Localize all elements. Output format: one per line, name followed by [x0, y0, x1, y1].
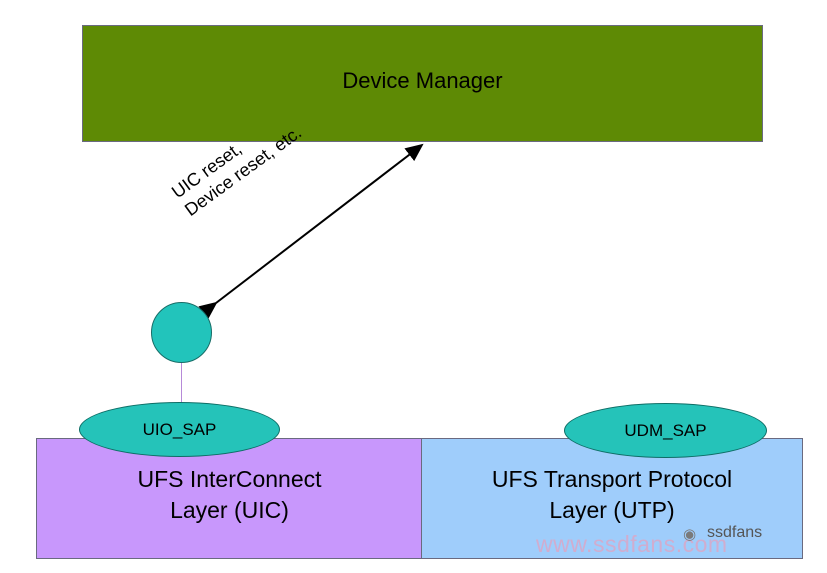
utp-layer-label: UFS Transport Protocol Layer (UTP)	[491, 466, 733, 523]
watermark-url: www.ssdfans.com	[536, 531, 728, 557]
utp-layer-box: UFS Transport Protocol Layer (UTP)	[421, 438, 803, 559]
device-manager-box: Device Manager	[82, 25, 763, 142]
uic-access-point	[151, 302, 212, 363]
uic-layer-label: UFS InterConnect Layer (UIC)	[137, 466, 322, 523]
device-manager-label: Device Manager	[342, 67, 503, 93]
access-point-connector	[181, 363, 182, 403]
uic-layer-box: UFS InterConnect Layer (UIC)	[36, 438, 423, 559]
watermark-name: ssdfans	[707, 524, 763, 541]
udm-sap-label: UDM_SAP	[624, 420, 707, 440]
uio-sap-ellipse: UIO_SAP	[79, 402, 280, 457]
udm-sap-ellipse: UDM_SAP	[564, 403, 767, 458]
uio-sap-label: UIO_SAP	[142, 419, 217, 439]
wechat-icon: ◉	[683, 526, 697, 543]
